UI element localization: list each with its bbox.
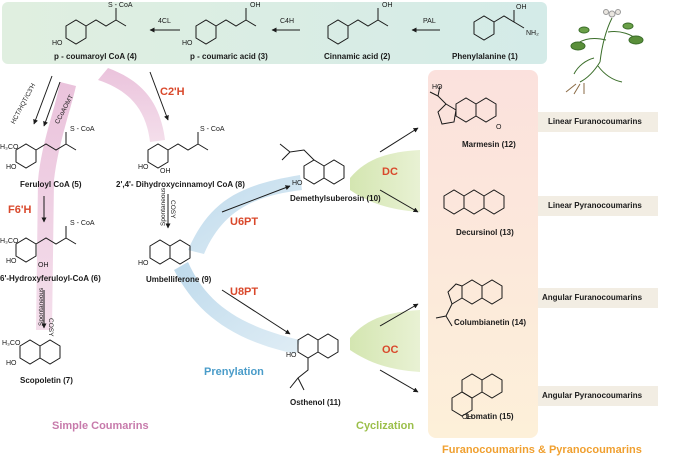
molecule-marmesin xyxy=(429,85,497,125)
molecule-demethylsuberosin xyxy=(279,143,345,185)
label-umbelliferone: Umbelliferone (9) xyxy=(146,275,212,284)
arrow-to-decursinol xyxy=(379,189,419,213)
arrow-u6pt xyxy=(221,185,291,213)
atom-ho-9: HO xyxy=(138,260,149,267)
enzyme-spontaneous-2: Spontaneous xyxy=(160,187,167,226)
atom-scoa-5: S - CoA xyxy=(70,126,95,133)
enzyme-oc: OC xyxy=(382,344,399,356)
cyclization-ribbon-lower xyxy=(350,310,420,372)
atom-oh-15: OH xyxy=(462,414,473,421)
class-linear-pyrano: Linear Pyranocoumarins xyxy=(548,201,642,210)
label-cinnamic: Cinnamic acid (2) xyxy=(324,52,391,61)
enzyme-u8pt: U8PT xyxy=(230,286,259,298)
class-bar-linear-pyrano xyxy=(538,196,658,216)
label-coumaroyl: p - coumaroyl CoA (4) xyxy=(54,52,137,61)
molecule-scopoletin xyxy=(19,339,61,365)
atom-scoa-6: S - CoA xyxy=(70,220,95,227)
atom-h3co-6: H₃CO xyxy=(0,238,19,245)
class-bar-linear-furano xyxy=(538,112,658,132)
atom-ho-10: HO xyxy=(292,180,303,187)
molecule-phenylalanine xyxy=(473,10,525,41)
atom-ho-4: HO xyxy=(52,40,63,47)
atom-h3co-7: H₃CO xyxy=(2,340,21,347)
c2h-ribbon xyxy=(98,68,165,142)
plant-illustration xyxy=(565,9,644,95)
label-feruloyl: Feruloyl CoA (5) xyxy=(20,180,82,189)
label-osthenol: Osthenol (11) xyxy=(290,398,341,407)
atom-ho-6: HO xyxy=(6,258,17,265)
enzyme-spontaneous-1: Spontaneous xyxy=(38,287,45,326)
group-cyclization: Cyclization xyxy=(356,420,415,432)
arrow-hct xyxy=(33,75,53,125)
enzyme-u6pt: U6PT xyxy=(230,216,259,228)
label-demethylsuberosin: Demethylsuberosin (10) xyxy=(290,194,381,203)
atom-oh-8: OH xyxy=(160,168,171,175)
label-lomatin: Lomatin (15) xyxy=(466,412,514,421)
class-angular-pyrano: Angular Pyranocoumarins xyxy=(542,391,643,400)
molecule-decursinol xyxy=(443,189,505,215)
label-marmesin: Marmesin (12) xyxy=(462,140,516,149)
prenylation-ribbon xyxy=(188,175,302,254)
enzyme-c4h: C4H xyxy=(280,18,295,25)
label-columbianetin: Columbianetin (14) xyxy=(454,318,527,327)
atom-ho-8: HO xyxy=(138,164,149,171)
arrow-c2h xyxy=(149,71,169,121)
enzyme-c2h: C2'H xyxy=(160,86,185,98)
atom-scoa-4: S - CoA xyxy=(108,2,133,9)
atom-nh2: NH₂ xyxy=(526,30,539,37)
right-panel xyxy=(428,70,538,438)
atom-oh-6: OH xyxy=(38,262,49,269)
arrow-to-marmesin xyxy=(379,127,419,153)
label-hydroxyferuloyl: 6'-Hydroxyferuloyl-CoA (6) xyxy=(0,274,101,283)
molecule-osthenol xyxy=(289,333,339,391)
atom-scoa-8: S - CoA xyxy=(200,126,225,133)
class-linear-furano: Linear Furanocoumarins xyxy=(548,117,642,126)
atom-oh-2: OH xyxy=(382,2,393,9)
enzyme-4cl: 4CL xyxy=(158,18,171,25)
molecule-lomatin xyxy=(451,373,503,417)
arrow-u8pt xyxy=(221,289,291,335)
top-band xyxy=(2,2,547,64)
molecule-umbelliferone xyxy=(149,239,191,265)
molecule-hydroxyferuloyl xyxy=(15,226,77,263)
molecule-feruloyl xyxy=(15,132,77,169)
group-simple-coumarins: Simple Coumarins xyxy=(52,420,149,432)
label-dihydroxycinnamoyl: 2',4'- Dihydroxycinnamoyl CoA (8) xyxy=(116,180,245,189)
molecule-columbianetin xyxy=(435,279,503,327)
group-prenylation: Prenylation xyxy=(204,366,264,378)
molecule-cinnamic xyxy=(327,8,389,45)
prenylation-ribbon-lower xyxy=(174,262,300,354)
enzyme-dc: DC xyxy=(382,166,398,178)
enzyme-f6h: F6'H xyxy=(8,204,32,216)
group-furano-pyrano: Furanocoumarins & Pyranocoumarins xyxy=(442,444,642,456)
cyclization-ribbon-upper xyxy=(350,150,420,212)
arrow-to-lomatin xyxy=(379,369,419,393)
class-bar-angular-pyrano xyxy=(538,386,658,406)
enzyme-pal: PAL xyxy=(423,18,436,25)
atom-h3co-5: H₃CO xyxy=(0,144,19,151)
arrow-ccoaomt xyxy=(43,81,61,127)
atom-ho-12: HO xyxy=(432,84,443,91)
atom-ho-11: HO xyxy=(286,352,297,359)
label-decursinol: Decursinol (13) xyxy=(456,228,514,237)
atom-ho-7: HO xyxy=(6,360,17,367)
atom-o-12: O xyxy=(496,124,502,131)
class-bar-angular-furano xyxy=(538,288,658,308)
atom-oh-3: OH xyxy=(250,2,261,9)
class-angular-furano: Angular Furanocoumarins xyxy=(542,293,643,302)
arrow-to-columbianetin xyxy=(379,303,419,327)
atom-oh-1: OH xyxy=(516,4,527,11)
enzyme-cosy-1: COSY xyxy=(47,318,54,337)
label-phenylalanine: Phenylalanine (1) xyxy=(452,52,518,61)
label-coumaric: p - coumaric acid (3) xyxy=(190,52,268,61)
enzyme-cosy-2: COSY xyxy=(169,200,176,219)
label-scopoletin: Scopoletin (7) xyxy=(20,376,73,385)
atom-ho-5: HO xyxy=(6,164,17,171)
atom-ho-3: HO xyxy=(182,40,193,47)
molecule-coumaric xyxy=(195,8,257,45)
molecule-coumaroyl xyxy=(65,8,127,45)
molecule-dihydroxycinnamoyl xyxy=(147,132,209,169)
